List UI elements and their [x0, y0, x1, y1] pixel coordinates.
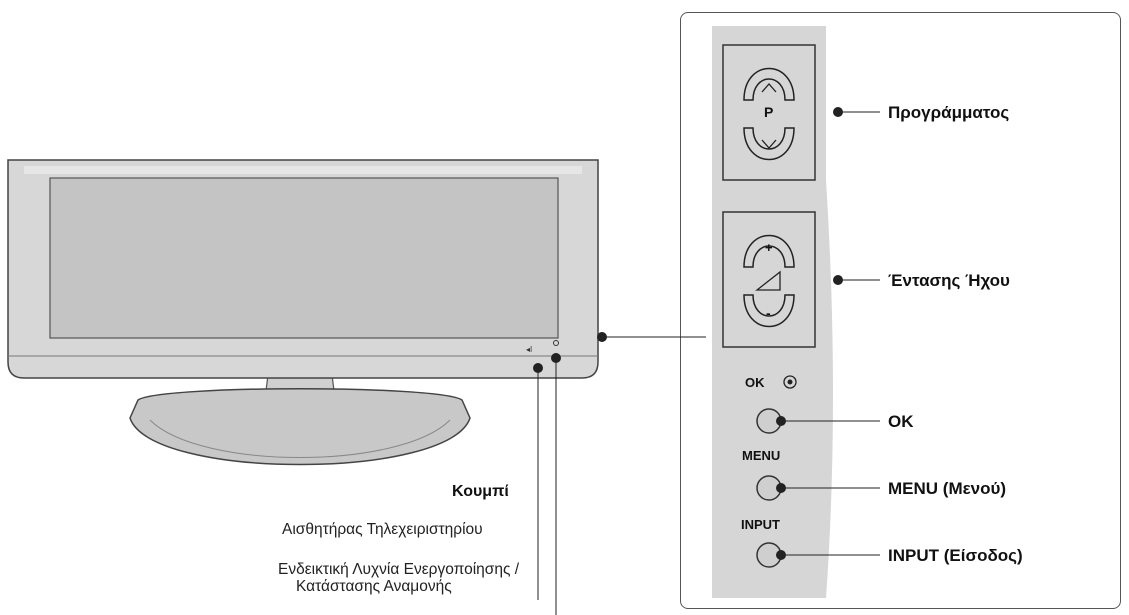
- programme-p-symbol: P: [764, 104, 774, 120]
- power-indicator-label-line2: Κατάστασης Αναμονής: [296, 578, 452, 595]
- tv-stand: [129, 374, 471, 466]
- ok-label: OK: [888, 412, 914, 431]
- tv-screen: [49, 177, 559, 339]
- volume-minus-symbol: -: [766, 305, 771, 321]
- menu-label: MENU (Μενού): [888, 479, 1007, 498]
- programme-label: Προγράμματος: [888, 103, 1010, 122]
- programme-rocker: [722, 44, 816, 181]
- button-heading: Κουμπί: [452, 483, 509, 500]
- input-label: INPUT (Είσοδος): [888, 546, 1023, 565]
- tv-body: ◂I: [7, 159, 599, 379]
- volume-label: Έντασης Ήχου: [888, 271, 1010, 290]
- input-button-label: INPUT: [741, 517, 780, 532]
- power-indicator-label-line1: Ενδεικτική Λυχνία Ενεργοποίησης /: [278, 561, 520, 578]
- panel-leader-lines: [776, 107, 880, 560]
- tv-leader-lines: [533, 332, 706, 615]
- menu-button-label: MENU: [742, 448, 781, 463]
- svg-text:◂I: ◂I: [526, 345, 532, 354]
- volume-plus-symbol: +: [765, 240, 773, 255]
- ok-button-label: OK: [745, 375, 765, 390]
- volume-rocker: [722, 211, 816, 348]
- ok-symbol-icon: [783, 375, 797, 389]
- remote-sensor-label: Αισθητήρας Τηλεχειριστηρίου: [282, 521, 483, 538]
